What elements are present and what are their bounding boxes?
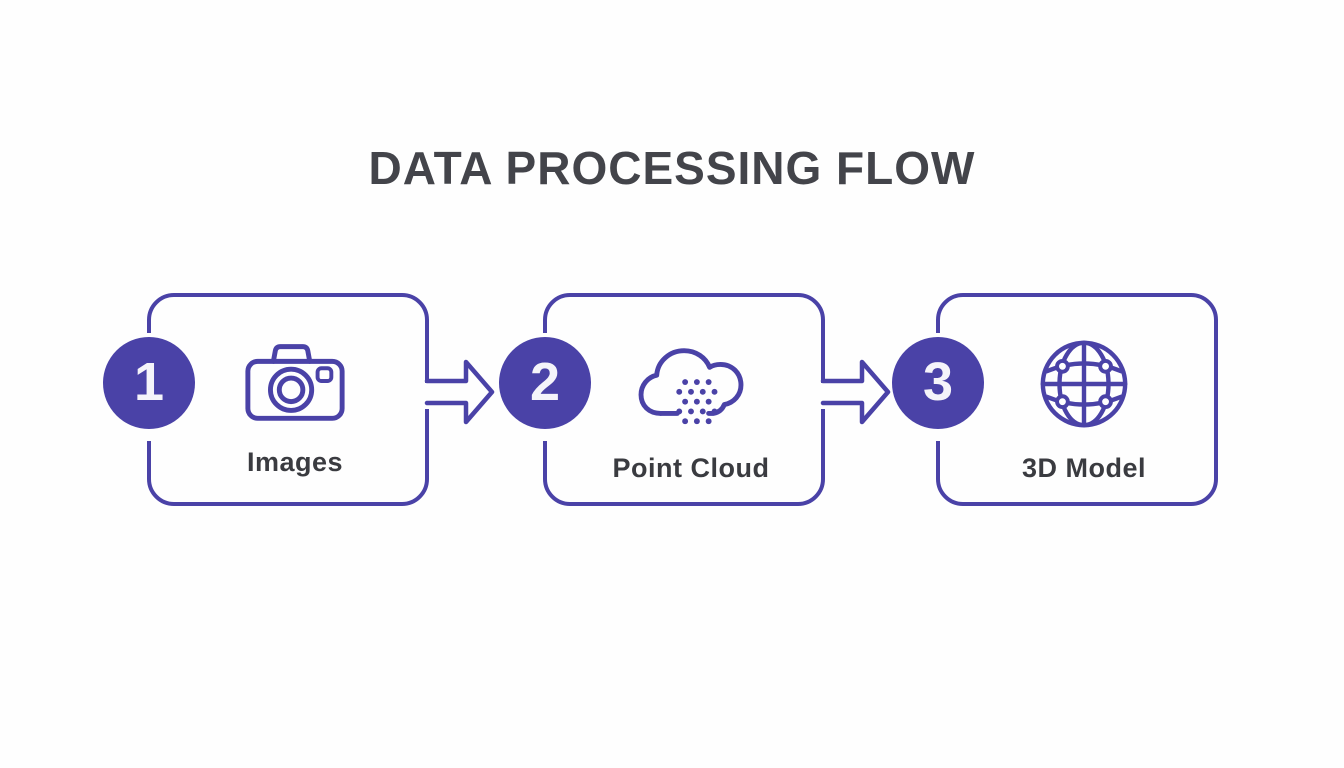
camera-icon — [245, 344, 345, 421]
point-cloud-icon — [638, 348, 744, 425]
border-gap — [814, 383, 825, 409]
step-label-point-cloud: Point Cloud — [612, 453, 770, 483]
step-number-badge-1: 1 — [103, 337, 195, 429]
step-number: 3 — [922, 352, 954, 412]
step-number: 2 — [529, 352, 561, 412]
flow-arrow-2 — [820, 359, 891, 425]
step-number: 1 — [133, 352, 165, 412]
step-label-3d-model: 3D Model — [1021, 453, 1146, 483]
step-label-images: Images — [246, 447, 344, 477]
step-number-badge-3: 3 — [892, 337, 984, 429]
flow-arrow-1 — [424, 359, 495, 425]
border-gap — [418, 383, 429, 409]
globe-wireframe-icon — [1040, 340, 1128, 428]
step-number-badge-2: 2 — [499, 337, 591, 429]
diagram-title: DATA PROCESSING FLOW — [368, 142, 976, 194]
